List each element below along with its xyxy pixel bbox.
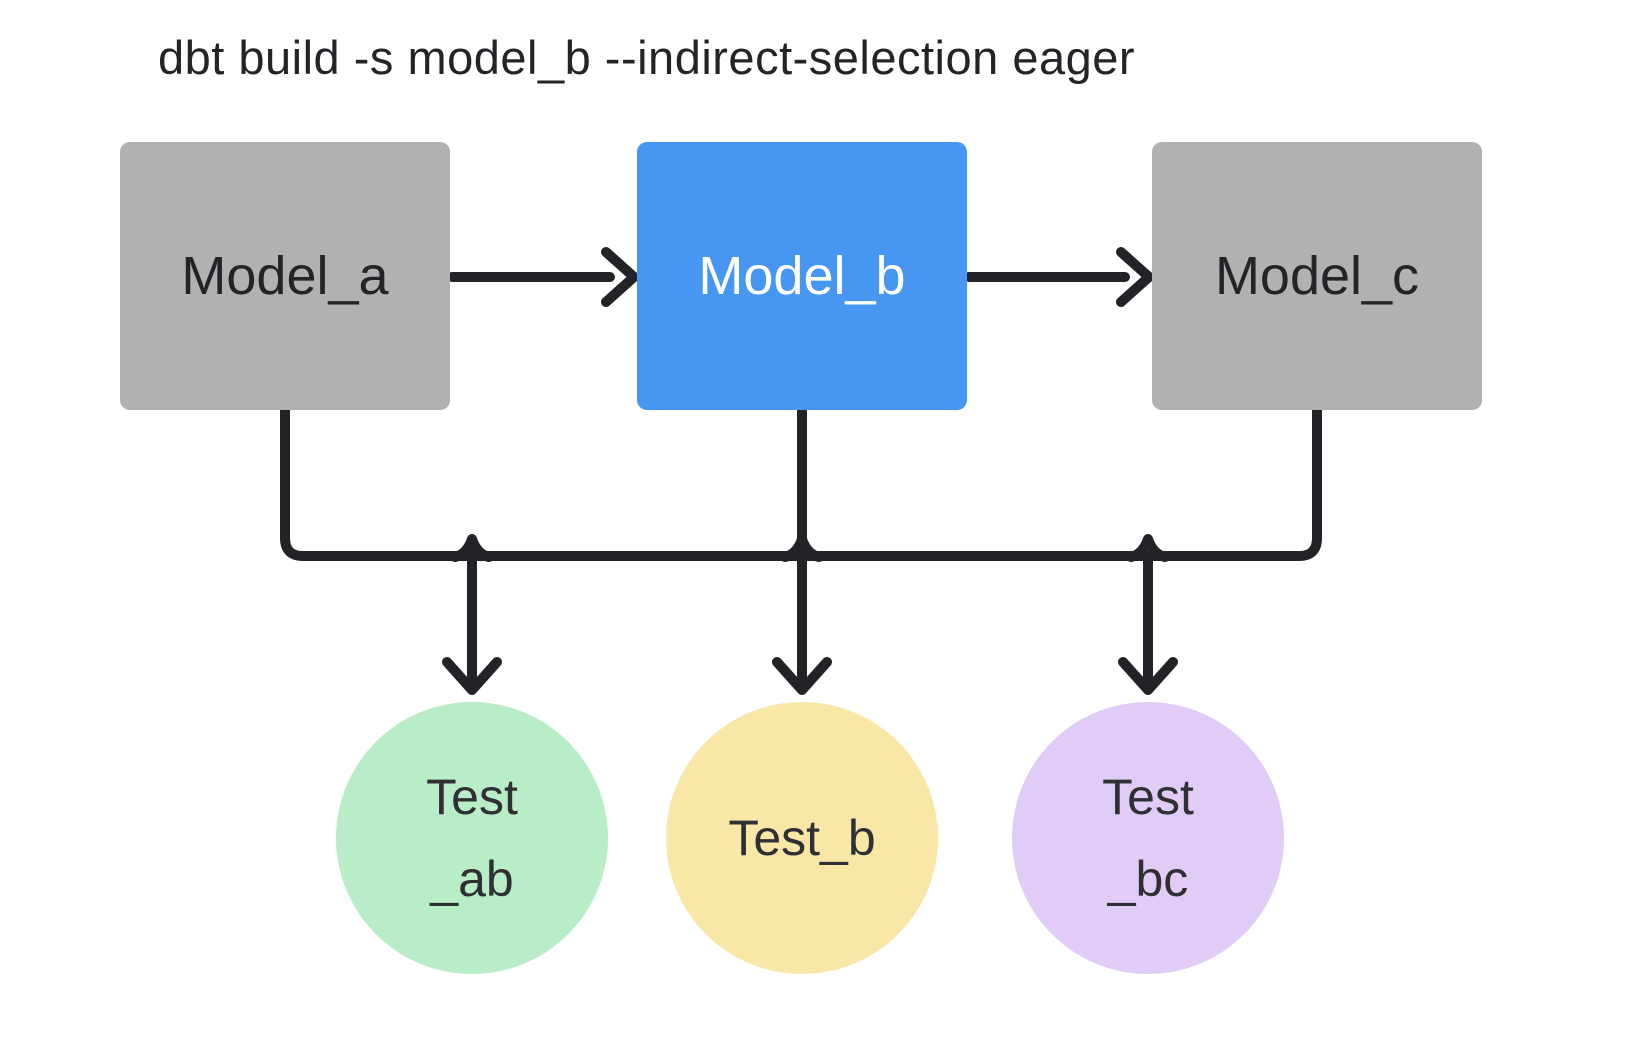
node-model-b: Model_b — [637, 142, 967, 410]
edge-model-b-to-model-c — [964, 247, 1154, 307]
node-test-ab: Test _ab — [336, 702, 608, 974]
node-model-a-label: Model_a — [181, 246, 389, 306]
node-test-ab-label-line1: Test — [426, 769, 518, 825]
edge-branch-test-ab — [442, 534, 502, 695]
node-test-bc-label-line2: _bc — [1107, 851, 1189, 907]
node-test-ab-label-line2: _ab — [430, 851, 514, 907]
node-test-b-label-line1: Test_b — [728, 810, 876, 866]
node-model-c: Model_c — [1152, 142, 1482, 410]
edge-branch-test-b — [772, 405, 832, 695]
node-test-bc-label-line1: Test — [1102, 769, 1194, 825]
diagram-title: dbt build -s model_b --indirect-selectio… — [158, 31, 1136, 84]
node-test-bc: Test _bc — [1012, 702, 1284, 974]
node-model-a: Model_a — [120, 142, 450, 410]
node-model-b-label: Model_b — [698, 246, 906, 306]
node-test-b: Test_b — [666, 702, 938, 974]
node-model-c-label: Model_c — [1214, 246, 1420, 306]
edge-model-a-to-model-b — [447, 247, 639, 307]
edge-branch-test-bc — [1118, 534, 1178, 695]
